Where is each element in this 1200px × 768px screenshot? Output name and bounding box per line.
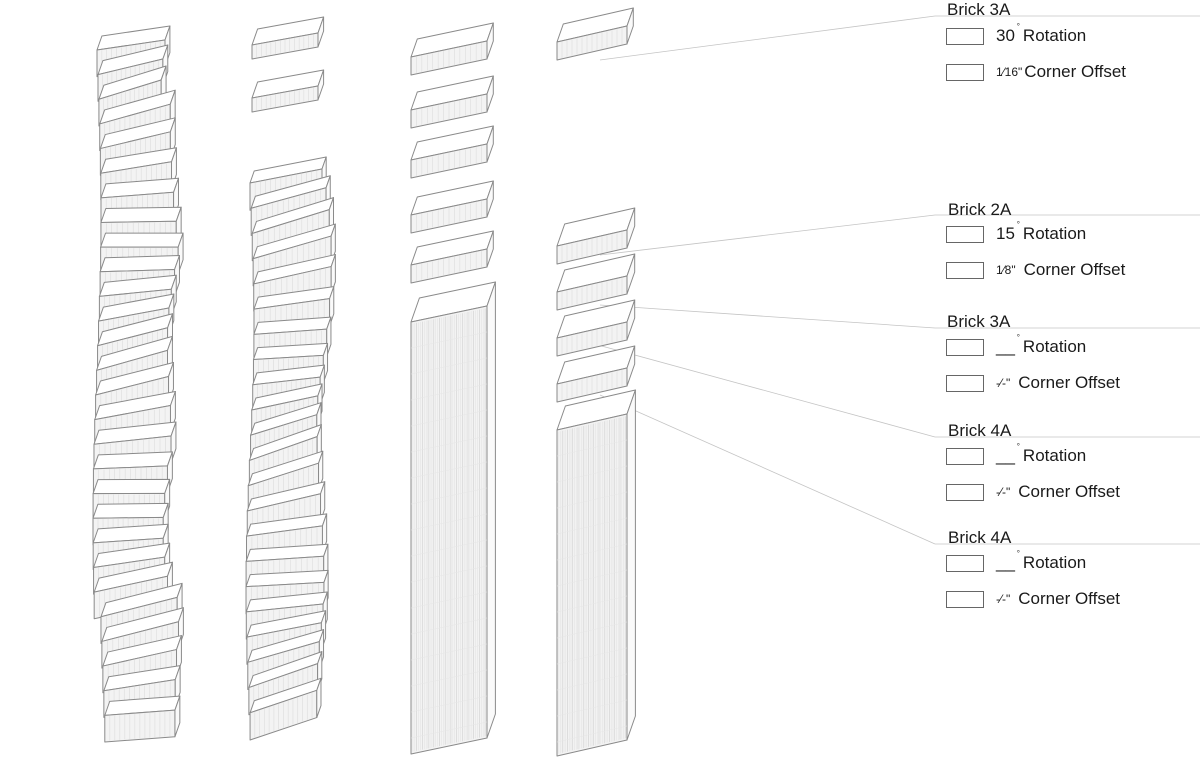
hatch-line <box>410 383 488 401</box>
brick-end-face <box>626 253 636 295</box>
leader-lines <box>597 15 1200 545</box>
straight-stack-detail <box>556 7 636 757</box>
hatch-line <box>556 725 628 743</box>
hatch-line <box>410 513 488 531</box>
hatch-line <box>410 357 488 375</box>
brick <box>556 345 636 403</box>
hatch-line <box>410 591 488 609</box>
hatch-line <box>410 669 488 687</box>
brick <box>410 125 494 179</box>
hatch-line <box>410 461 488 479</box>
brick <box>556 299 636 357</box>
brick-end-face <box>486 230 494 268</box>
brick-end-face <box>626 345 636 387</box>
brick <box>556 207 636 265</box>
brick-end-face <box>320 481 326 522</box>
brick <box>410 22 494 76</box>
hatch-line <box>599 304 936 329</box>
block-end-face <box>486 281 496 739</box>
brick <box>251 69 325 113</box>
hatch-line <box>556 699 628 717</box>
hatch-line <box>556 465 628 483</box>
hatch-line <box>556 491 628 509</box>
brick <box>249 677 322 741</box>
brick-end-face <box>486 125 494 163</box>
brick <box>410 75 494 129</box>
brick-end-face <box>626 7 634 45</box>
hatch-line <box>410 409 488 427</box>
brick-end-face <box>626 299 636 341</box>
brick-end-face <box>486 180 494 218</box>
twisted-column-full <box>92 25 184 743</box>
hatch-line <box>556 569 628 587</box>
brick <box>556 253 636 311</box>
hatch-line <box>410 331 488 349</box>
hatch-line <box>410 721 488 739</box>
hatch-line <box>410 617 488 635</box>
straight-stack-exploded <box>410 22 496 755</box>
brick <box>251 16 325 60</box>
hatch-line <box>599 394 936 545</box>
brick-end-face <box>317 69 325 101</box>
brick-end-face <box>316 677 322 719</box>
brick <box>410 180 494 234</box>
brick-top-face <box>92 502 169 519</box>
hatch-line <box>410 695 488 713</box>
brick <box>556 7 634 61</box>
brick <box>104 695 181 743</box>
hatch-line <box>410 539 488 557</box>
hatch-line <box>556 647 628 665</box>
hatch-line <box>597 344 936 438</box>
brick-end-face <box>330 254 336 295</box>
hatch-line <box>410 565 488 583</box>
brick <box>410 230 494 284</box>
hatch-line <box>410 435 488 453</box>
hatch-line <box>556 439 628 457</box>
twisted-column-partial <box>245 16 336 741</box>
brick-end-face <box>317 16 325 48</box>
hatch-line <box>556 595 628 613</box>
hatch-line <box>599 214 936 256</box>
brick-end-face <box>486 75 494 113</box>
brick-end-face <box>318 450 324 491</box>
brick-end-face <box>321 513 328 554</box>
hatch-line <box>410 643 488 661</box>
brick-end-face <box>174 695 181 738</box>
brick-top-face <box>92 478 171 495</box>
brick-end-face <box>626 207 636 249</box>
tall-block <box>410 281 496 755</box>
hatch-line <box>410 487 488 505</box>
brick-top-face <box>100 232 184 248</box>
brick-top-face <box>100 206 182 223</box>
hatch-line <box>556 673 628 691</box>
hatch-line <box>556 543 628 561</box>
block-end-face <box>626 389 636 741</box>
hatch-line <box>556 621 628 639</box>
hatch-line <box>599 15 936 61</box>
hatch-line <box>556 517 628 535</box>
brick-end-face <box>330 223 336 264</box>
tall-block <box>556 389 636 757</box>
brick-end-face <box>486 22 494 60</box>
